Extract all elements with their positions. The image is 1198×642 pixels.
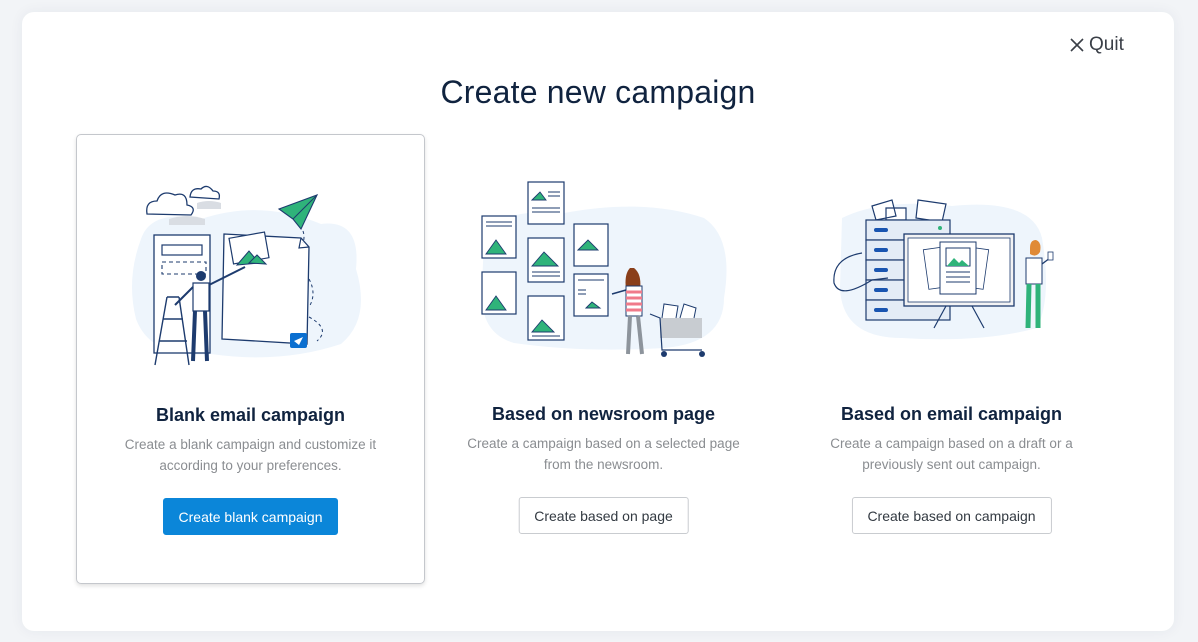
create-campaign-modal: Quit Create new campaign (22, 12, 1174, 631)
card-blank-email-campaign[interactable]: Blank email campaign Create a blank camp… (76, 134, 425, 584)
create-blank-campaign-button[interactable]: Create blank campaign (162, 498, 339, 535)
create-based-on-campaign-button[interactable]: Create based on campaign (851, 497, 1052, 534)
blank-email-illustration (131, 185, 361, 366)
card-description: Create a campaign based on a selected pa… (467, 436, 740, 472)
newsroom-page-illustration (480, 181, 726, 357)
card-based-on-newsroom-page[interactable]: Based on newsroom page Create a campaign… (429, 134, 778, 584)
email-campaign-illustration (832, 199, 1053, 340)
card-title: Blank email campaign (155, 405, 346, 425)
quit-label: Quit (1089, 34, 1124, 55)
quit-button[interactable]: Quit (1070, 34, 1124, 56)
card-title: Based on email campaign (840, 404, 1063, 424)
card-description: Create a campaign based on a draft or a … (830, 436, 1073, 472)
close-icon (1070, 38, 1084, 52)
card-title: Based on newsroom page (491, 404, 716, 424)
card-based-on-email-campaign[interactable]: Based on email campaign Create a campaig… (777, 134, 1126, 584)
page-title: Create new campaign (440, 74, 756, 110)
create-based-on-page-button[interactable]: Create based on page (518, 497, 689, 534)
card-description: Create a blank campaign and customize it… (124, 437, 377, 473)
